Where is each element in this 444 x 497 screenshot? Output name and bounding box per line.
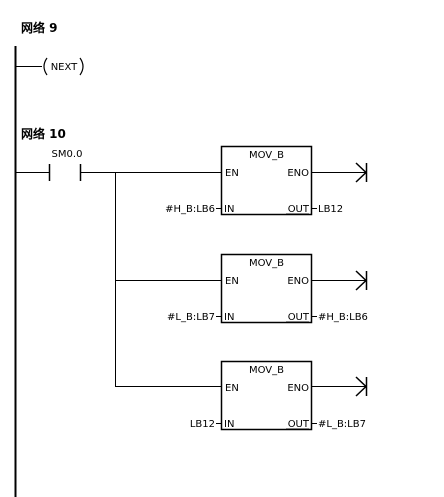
box-3-out-pin: OUT [288,419,310,430]
box-3-in-pin: IN [224,419,234,430]
box-1-name: MOV_B [249,150,284,161]
box-2-in-pin: IN [224,312,234,323]
branch-wiring [81,172,221,387]
box-2-out-pin: OUT [288,312,310,323]
box-1-in-operand[interactable]: #H_B:LB6 [165,204,215,215]
box-3-name: MOV_B [249,365,284,376]
box-2-en: EN [225,276,239,287]
mov-b-box-1[interactable]: MOV_B EN ENO IN OUT #H_B:LB6 LB12 [165,145,368,216]
box-3-in-operand[interactable]: LB12 [190,419,215,430]
box-3-en: EN [225,383,239,394]
mov-b-box-3[interactable]: MOV_B EN ENO IN OUT LB12 #L_B:LB7 [190,360,368,431]
box-3-out-operand[interactable]: #L_B:LB7 [318,419,366,430]
box-1-in-pin: IN [224,204,234,215]
box-1-out-operand[interactable]: LB12 [318,204,343,215]
box-3-output-arrow-icon [355,376,368,397]
box-1-en: EN [225,168,239,179]
box-1-eno: ENO [287,168,309,179]
contact-sm0-0[interactable]: SM0.0 [16,149,82,181]
box-3-eno: ENO [287,383,309,394]
box-2-in-operand[interactable]: #L_B:LB7 [167,312,215,323]
next-coil[interactable]: NEXT [16,57,84,76]
box-2-name: MOV_B [249,258,284,269]
network-9-title[interactable]: 网络 9 [21,21,58,35]
box-2-out-operand[interactable]: #H_B:LB6 [318,312,368,323]
box-2-output-arrow-icon [355,270,368,291]
box-1-output-arrow-icon [355,162,368,183]
box-2-eno: ENO [287,276,309,287]
box-1-out-pin: OUT [288,204,310,215]
contact-label: SM0.0 [52,149,83,160]
network-10-title[interactable]: 网络 10 [21,127,66,141]
next-coil-label: NEXT [51,62,78,73]
mov-b-box-2[interactable]: MOV_B EN ENO IN OUT #L_B:LB7 #H_B:LB6 [167,253,368,324]
